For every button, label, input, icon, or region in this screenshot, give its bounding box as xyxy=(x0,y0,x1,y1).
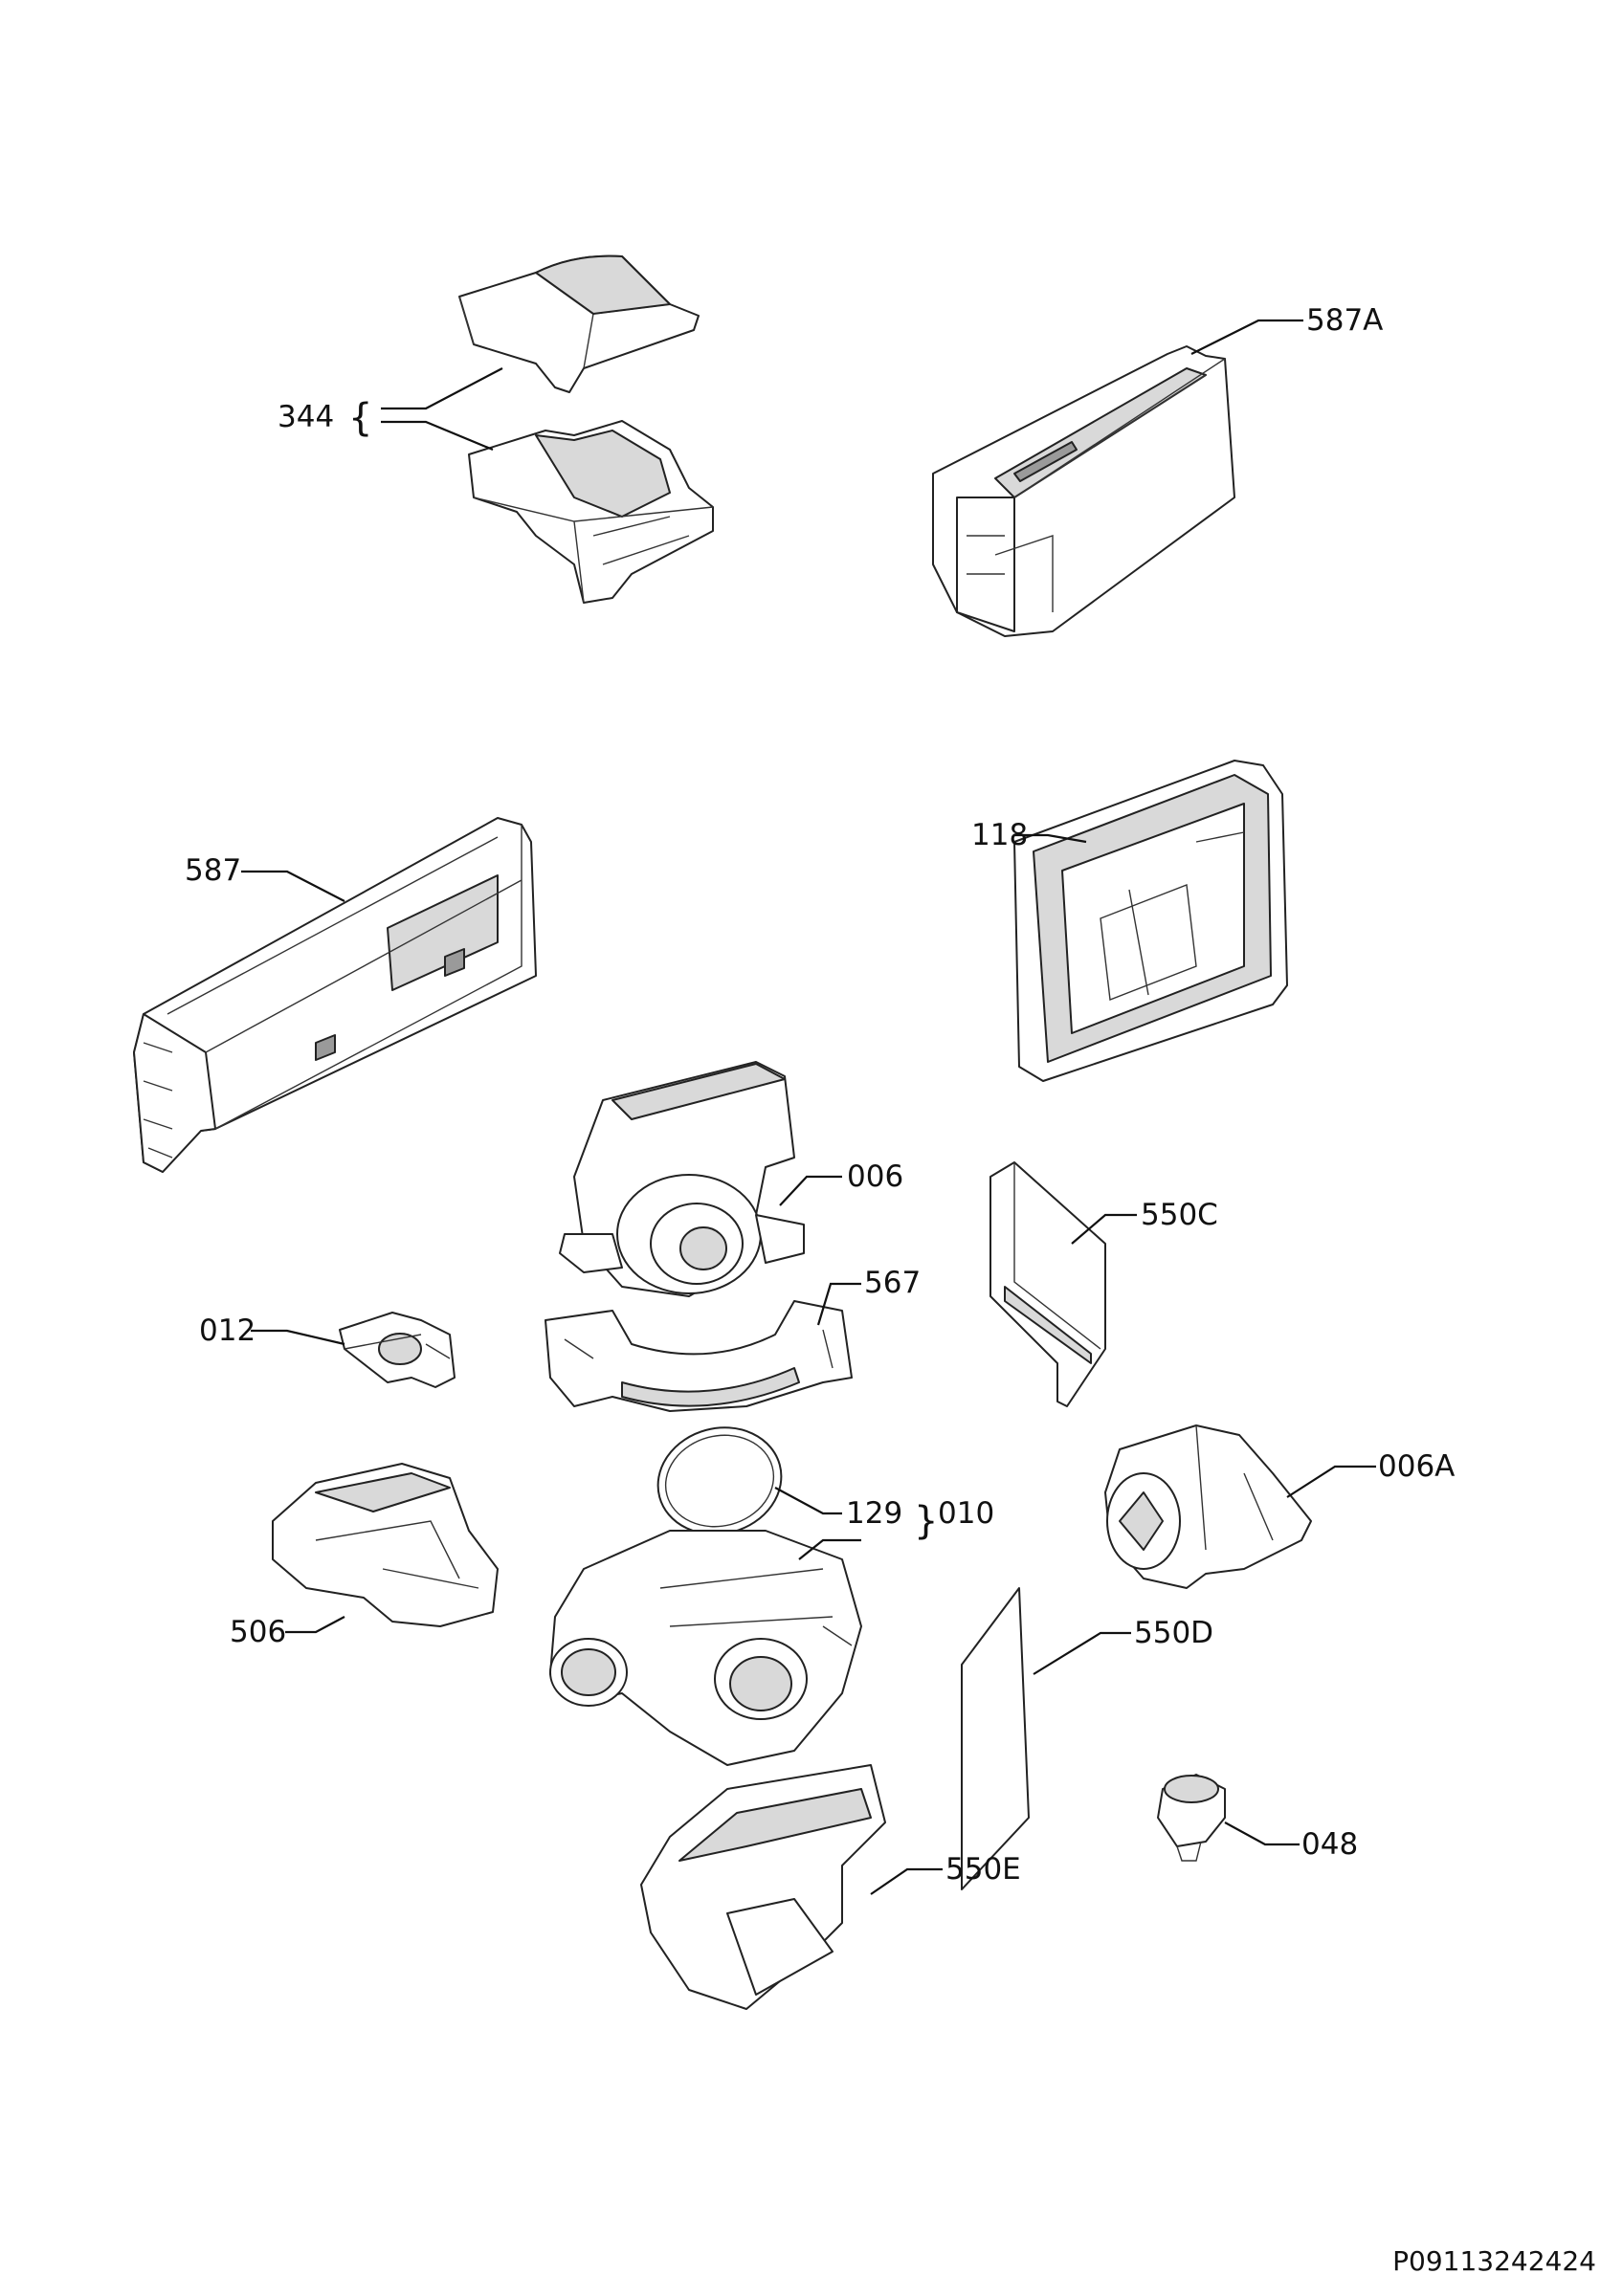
callout-010: 010 xyxy=(938,1496,994,1531)
callout-118: 118 xyxy=(971,818,1028,852)
callout-550E: 550E xyxy=(945,1852,1021,1887)
part-550D-sheet xyxy=(961,1587,1030,1890)
part-006A-drain-pump xyxy=(1104,1424,1312,1589)
part-550C-panel xyxy=(989,1161,1106,1407)
leader-lines xyxy=(241,319,1376,1895)
part-344-door-lock xyxy=(468,420,714,604)
callout-550D: 550D xyxy=(1134,1616,1213,1650)
callout-344: 344 xyxy=(278,400,334,434)
part-567-ring xyxy=(545,1300,853,1412)
callout-506: 506 xyxy=(230,1615,286,1649)
callout-587: 587 xyxy=(185,853,241,888)
part-006-pump xyxy=(559,1061,805,1297)
callout-129: 129 xyxy=(846,1496,902,1531)
document-number: P09113242424 xyxy=(1392,2245,1596,2277)
part-010-heat-pump xyxy=(549,1530,862,1766)
callout-550C: 550C xyxy=(1141,1198,1218,1232)
callout-006A: 006A xyxy=(1378,1449,1455,1484)
part-344-cover xyxy=(458,254,700,393)
part-118-dispenser xyxy=(1013,760,1288,1082)
callout-587A: 587A xyxy=(1306,303,1383,338)
part-048-sensor xyxy=(1157,1774,1226,1862)
part-012-component xyxy=(339,1312,456,1388)
part-506-base xyxy=(272,1463,499,1627)
part-129-gasket xyxy=(656,1426,783,1535)
part-587-board xyxy=(133,817,537,1173)
callout-006: 006 xyxy=(847,1159,903,1194)
brace-344: { xyxy=(348,396,372,440)
brace-010: } xyxy=(914,1499,938,1543)
callout-048: 048 xyxy=(1301,1827,1358,1862)
part-587A-module xyxy=(932,345,1235,637)
part-550E-cover xyxy=(640,1764,886,2010)
callout-012: 012 xyxy=(199,1314,256,1348)
callout-567: 567 xyxy=(864,1266,921,1300)
